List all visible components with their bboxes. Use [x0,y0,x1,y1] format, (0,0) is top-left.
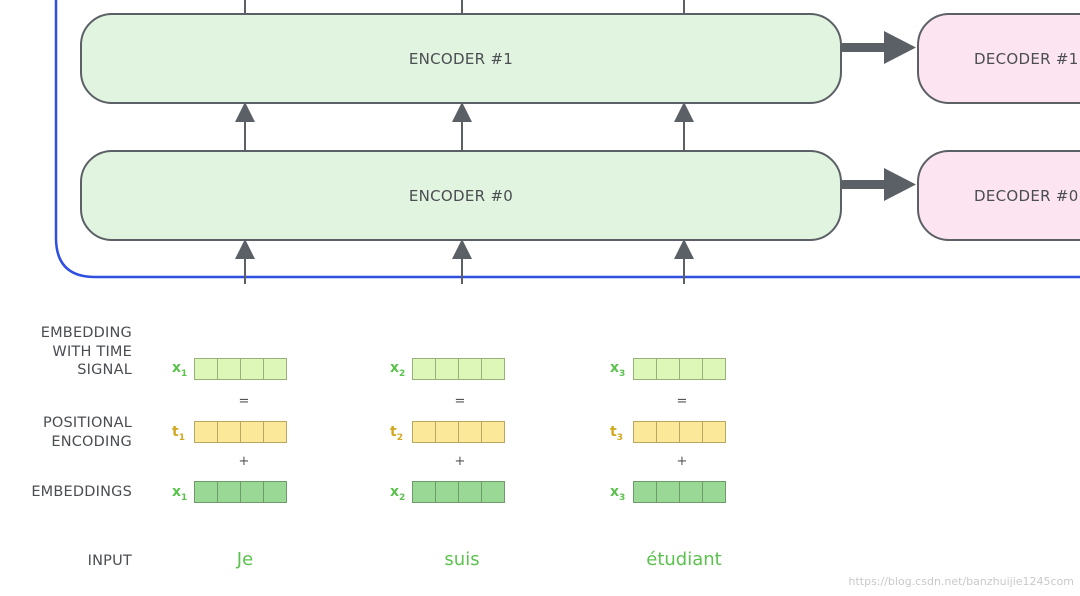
time-signal-vector [412,358,505,380]
input-word-3: étudiant [646,549,722,570]
label-embedding-with-time-signal: EMBEDDING WITH TIME SIGNAL [41,324,132,380]
equals-sign: = [676,394,688,409]
label-embeddings: EMBEDDINGS [31,483,132,502]
label-line: SIGNAL [77,362,132,378]
arrow-enc0-dec0 [842,168,916,201]
label-line: EMBEDDING [40,325,132,341]
label-positional-encoding: POSITIONAL ENCODING [43,414,132,451]
time-signal-symbol: x1 [172,360,188,379]
decoder-1-label: DECODER #1 [974,49,1079,68]
positional-vector [412,421,505,443]
positional-symbol: t2 [390,424,403,443]
input-word-2: suis [444,549,480,570]
time-signal-symbol: x2 [390,360,406,379]
arrow-enc1-dec1 [842,31,916,64]
decoder-0: DECODER #0 [917,150,1080,241]
positional-symbol: t1 [172,424,185,443]
embedding-symbol: x1 [172,484,188,503]
encoder-stack-border [54,0,1080,279]
equals-sign: = [238,394,250,409]
embedding-vector [412,481,505,503]
time-signal-vector [194,358,287,380]
input-word-1: Je [236,549,254,570]
decoder-1: DECODER #1 [917,13,1080,104]
positional-symbol: t3 [610,424,623,443]
label-input: INPUT [88,552,132,571]
decoder-0-label: DECODER #0 [974,186,1079,205]
label-line: WITH TIME [52,343,132,360]
label-line: POSITIONAL [42,415,132,431]
plus-sign: + [676,454,688,469]
embedding-symbol: x3 [610,484,626,503]
embedding-vector [194,481,287,503]
embedding-vector [633,481,726,503]
positional-vector [633,421,726,443]
plus-sign: + [238,454,250,469]
time-signal-vector [633,358,726,380]
label-line: ENCODING [51,433,132,450]
time-signal-symbol: x3 [610,360,626,379]
embedding-symbol: x2 [390,484,406,503]
label-line: EMBEDDINGS [31,484,132,500]
positional-vector [194,421,287,443]
encoder-1-label: ENCODER #1 [408,49,514,68]
encoder-0-label: ENCODER #0 [408,186,514,205]
watermark: https://blog.csdn.net/banzhuijie1245com [848,575,1075,588]
equals-sign: = [454,394,466,409]
plus-sign: + [454,454,466,469]
encoder-0: ENCODER #0 [80,150,842,241]
encoder-1: ENCODER #1 [80,13,842,104]
label-line: INPUT [87,553,132,569]
